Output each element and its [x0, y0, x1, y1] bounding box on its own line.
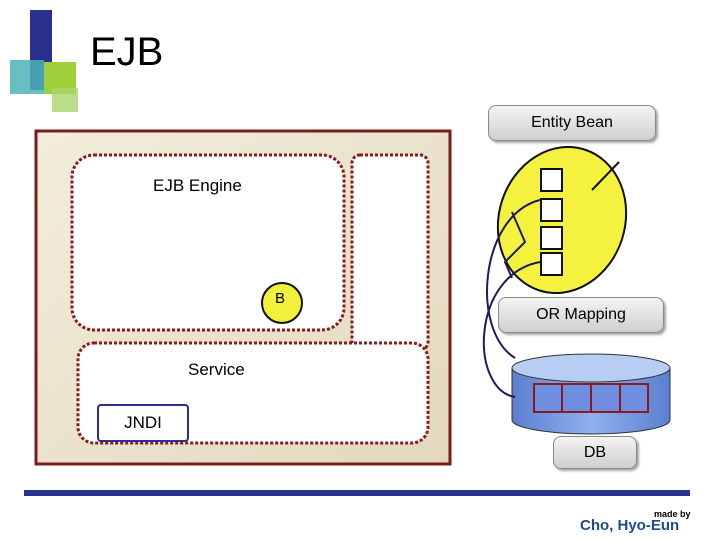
credit-author: Cho, Hyo-Eun: [580, 517, 680, 534]
entity-handle-line: [591, 161, 620, 191]
db-cylinder-top: [511, 353, 671, 383]
bean-ellipse: [261, 282, 303, 324]
entity-field-2: [540, 198, 563, 222]
or-mapping-label: OR Mapping: [498, 297, 664, 333]
corner-square-lightgreen: [52, 88, 78, 112]
entity-field-3: [540, 226, 563, 250]
right-region: [350, 153, 430, 352]
entity-field-1: [540, 168, 563, 192]
entity-arrow: [503, 211, 527, 279]
corner-decoration: [10, 10, 78, 112]
bean-label: B: [275, 290, 286, 307]
entity-bean-label: Entity Bean: [488, 105, 656, 141]
mapping-curve-1: [486, 199, 541, 359]
mapping-curve-2: [482, 261, 541, 398]
entity-field-4: [540, 252, 563, 276]
footer-divider: [24, 490, 690, 496]
credit-made-by: made by: [654, 509, 691, 519]
corner-square-teal: [10, 60, 44, 94]
slide-title: EJB: [90, 30, 164, 74]
db-label: DB: [553, 436, 637, 469]
service-label: Service: [188, 360, 245, 379]
jndi-box: JNDI: [97, 404, 189, 442]
ejb-engine-label: EJB Engine: [153, 176, 242, 195]
